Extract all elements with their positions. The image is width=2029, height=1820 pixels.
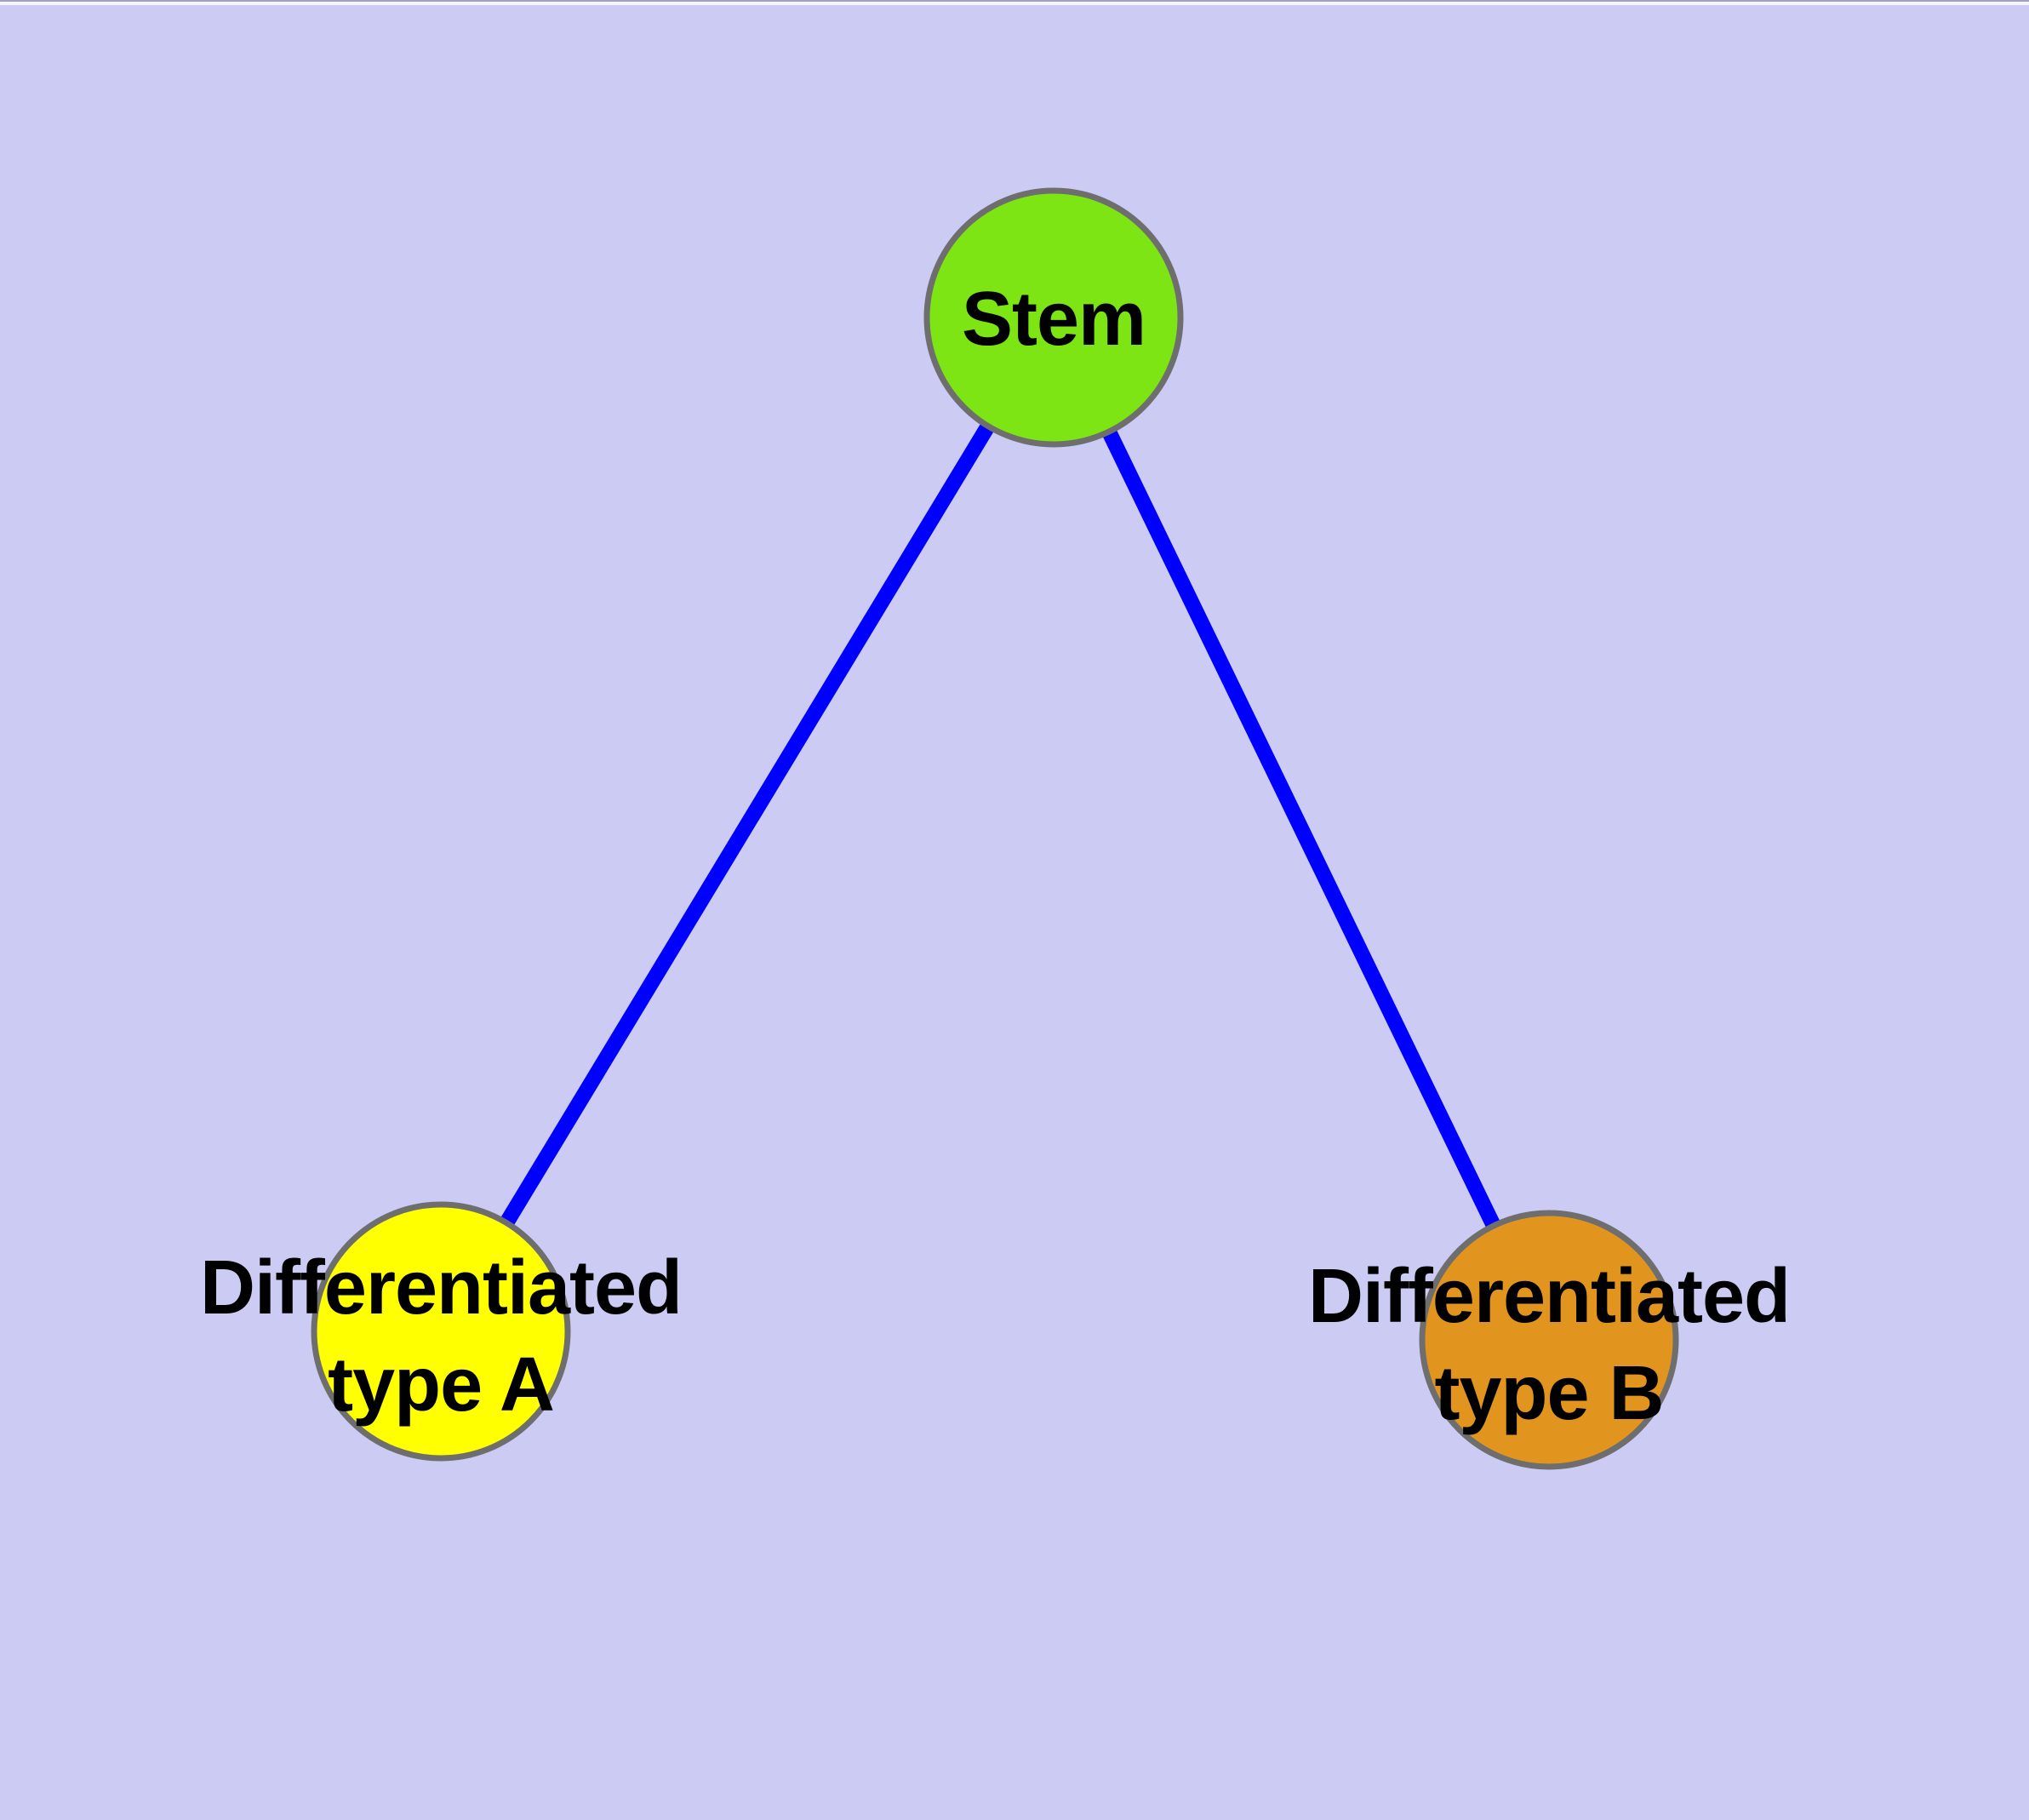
node-type-b-label-line-2: type B bbox=[1434, 1351, 1663, 1436]
window-top-inner-strip bbox=[0, 2, 2029, 5]
node-type-a-label-line-2: type A bbox=[328, 1342, 554, 1428]
node-stem-label-line-1: Stem bbox=[962, 277, 1146, 362]
node-type-a-label-line-1: Differentiated bbox=[200, 1245, 682, 1331]
edge-stem-to-type-a bbox=[434, 313, 1060, 1336]
window-top-edge-line bbox=[0, 0, 2029, 2]
node-type-b-label-line-1: Differentiated bbox=[1308, 1254, 1790, 1339]
node-type-b bbox=[1419, 1210, 1679, 1470]
node-type-a bbox=[311, 1201, 571, 1462]
node-stem bbox=[923, 187, 1184, 448]
edge-stem-to-type-b bbox=[1046, 314, 1557, 1343]
